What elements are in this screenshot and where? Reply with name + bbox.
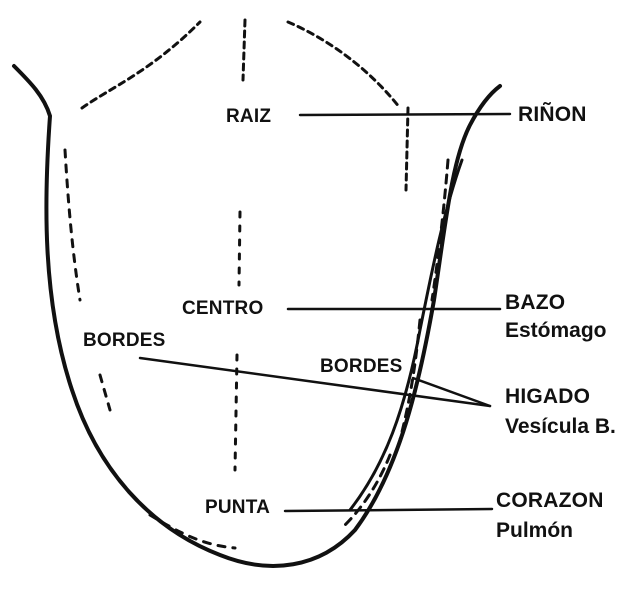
label-bordes-right: BORDES: [320, 356, 403, 377]
label-centro: CENTRO: [182, 298, 264, 319]
label-punta: PUNTA: [205, 497, 271, 518]
center-line: [233, 210, 242, 472]
leader-lines: [138, 112, 512, 513]
label-bordes-left: BORDES: [83, 330, 166, 351]
leader-bordes-right-higado: [411, 376, 492, 408]
label-raiz: RAIZ: [226, 106, 272, 127]
root-shading: [80, 18, 410, 192]
label-rinon: RIÑON: [518, 103, 587, 126]
label-estomago: Estómago: [505, 319, 607, 342]
tongue-inner-edge: [348, 158, 464, 512]
label-corazon: CORAZON: [496, 489, 604, 512]
leader-punta-corazon: [283, 507, 494, 513]
label-bazo: BAZO: [505, 291, 566, 314]
leader-raiz-rinon: [298, 112, 512, 117]
label-pulmon: Pulmón: [496, 519, 573, 542]
left-edge-shading: [63, 148, 237, 550]
label-vesicula: Vesícula B.: [505, 415, 616, 438]
leader-bordes-left-higado: [138, 356, 492, 408]
label-higado: HIGADO: [505, 385, 591, 408]
right-edge-shading: [343, 158, 450, 527]
